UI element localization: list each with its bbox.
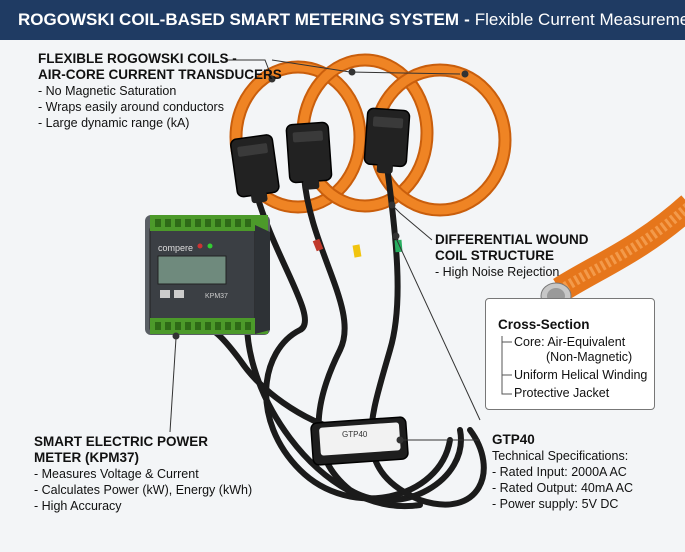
cross-section-winding: Uniform Helical Winding: [514, 368, 648, 382]
leader-lines: [169, 59, 481, 444]
coils-label: FLEXIBLE ROGOWSKI COILS - AIR-CORE CURRE…: [38, 51, 282, 131]
coil-structure-heading-1: DIFFERENTIAL WOUND: [435, 232, 589, 247]
meter-brand: compere: [158, 243, 194, 253]
coil-structure-bullet-1: High Noise Rejection: [435, 264, 589, 280]
title-main: ROGOWSKI COIL-BASED SMART METERING SYSTE…: [18, 10, 460, 29]
gtp40-bullet-1: Rated Input: 2000A AC: [492, 464, 633, 480]
gtp40-subheading: Technical Specifications:: [492, 449, 629, 463]
coil-plugs: [230, 107, 411, 204]
smart-meter: [145, 215, 270, 335]
coils-bullet-2: Wraps easily around conductors: [38, 99, 282, 115]
meter-heading-1: SMART ELECTRIC POWER: [34, 434, 208, 449]
meter-heading-2: METER (KPM37): [34, 450, 140, 465]
title-separator: -: [464, 10, 470, 29]
gtp40-heading: GTP40: [492, 432, 535, 447]
meter-bullet-3: High Accuracy: [34, 498, 252, 514]
gtp40-module-label: GTP40: [342, 430, 368, 439]
cross-section-jacket: Protective Jacket: [514, 386, 610, 400]
coils-bullet-1: No Magnetic Saturation: [38, 83, 282, 99]
gtp40-module: [310, 416, 409, 466]
diagram-canvas: FLEXIBLE ROGOWSKI COILS - AIR-CORE CURRE…: [0, 40, 685, 552]
cross-section-title: Cross-Section: [498, 317, 590, 332]
coils-bullet-3: Large dynamic range (kA): [38, 115, 282, 131]
title-bar: ROGOWSKI COIL-BASED SMART METERING SYSTE…: [0, 0, 685, 40]
meter-label: SMART ELECTRIC POWER METER (KPM37) Measu…: [34, 434, 252, 514]
meter-bullet-2: Calculates Power (kW), Energy (kWh): [34, 482, 252, 498]
gtp40-label: GTP40 Technical Specifications: Rated In…: [492, 432, 633, 512]
title-sub: Flexible Current Measurement: [474, 10, 685, 29]
coil-structure-label: DIFFERENTIAL WOUND COIL STRUCTURE High N…: [435, 232, 589, 280]
meter-lcd: [157, 255, 227, 285]
cross-section-brackets: [501, 336, 512, 395]
cable-2: [301, 173, 464, 504]
coils-heading-2: AIR-CORE CURRENT TRANSDUCERS: [38, 67, 282, 82]
coils-heading-1: FLEXIBLE ROGOWSKI COILS -: [38, 51, 237, 66]
gtp40-bullet-3: Power supply: 5V DC: [492, 496, 633, 512]
cable-markers: [312, 238, 403, 258]
meter-model-badge: KPM37: [205, 293, 228, 300]
meter-bullet-1: Measures Voltage & Current: [34, 466, 252, 482]
coil-structure-heading-2: COIL STRUCTURE: [435, 248, 555, 263]
diagram-illustration: [145, 53, 685, 510]
cross-section-core-note: (Non-Magnetic): [546, 350, 633, 364]
gtp40-bullet-2: Rated Output: 40mA AC: [492, 480, 633, 496]
cross-section-core: Core: Air-Equivalent: [514, 335, 626, 349]
cross-section-box: Cross-Section Core: Air-Equivalent (Non-…: [485, 298, 655, 410]
